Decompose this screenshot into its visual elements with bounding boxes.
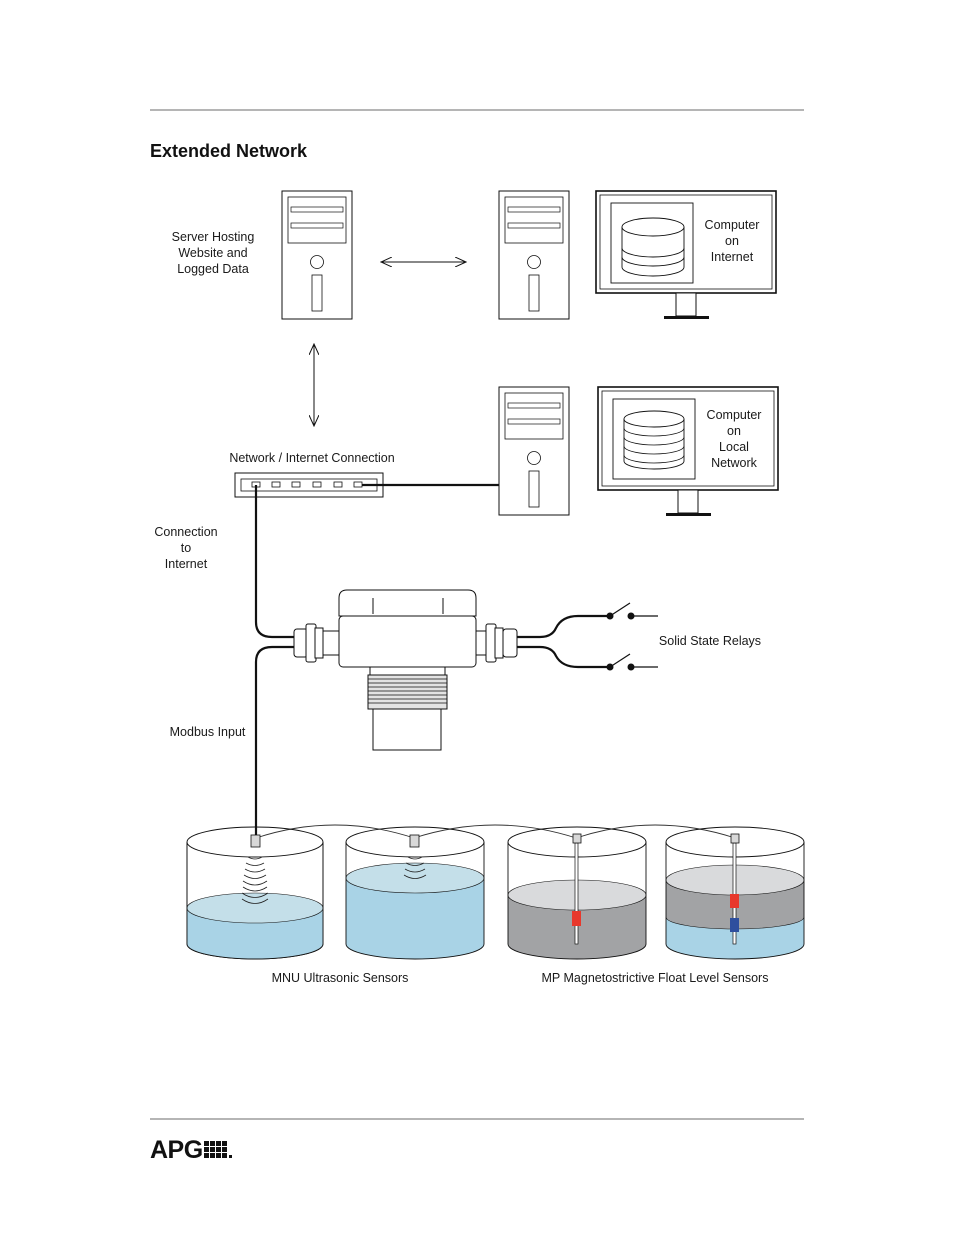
- connection-internet-label-line: Connection: [154, 525, 218, 539]
- computer-local-label-line: on: [727, 424, 741, 438]
- server-label-line: Website and: [178, 246, 248, 260]
- computer-local-label-line: Local: [719, 440, 749, 454]
- monitor-icon: [597, 386, 779, 516]
- connection-internet-label-line: to: [180, 541, 192, 555]
- database-icon: [623, 410, 685, 470]
- page-heading: Extended Network: [150, 141, 308, 161]
- apg-logo-icon: [203, 1141, 232, 1158]
- top-rule: [150, 109, 804, 111]
- solid-state-relays-label: Solid State Relays: [658, 634, 762, 648]
- computer-local-label: Computer on Local Network: [699, 407, 769, 471]
- connection-internet-label: Connection to Internet: [146, 524, 226, 572]
- server-label: Server Hosting Website and Logged Data: [163, 229, 263, 277]
- database-icon: [621, 217, 685, 277]
- server-label-line: Server Hosting: [171, 230, 255, 244]
- computer-internet-label-line: Computer: [704, 218, 760, 232]
- bottom-rule: [150, 1118, 804, 1120]
- server-icon: [281, 190, 353, 320]
- tank-icon: [186, 826, 324, 960]
- server-label-line: Logged Data: [177, 262, 249, 276]
- ethernet-switch-icon: [234, 472, 384, 498]
- computer-internet-label-line: on: [725, 234, 739, 248]
- computer-local-label-line: Network: [711, 456, 757, 470]
- relay-switch-icon: [606, 602, 658, 671]
- modbus-input-label: Modbus Input: [169, 725, 246, 739]
- apg-logo: APG: [150, 1136, 234, 1164]
- tank-icon: [345, 826, 485, 960]
- computer-tower-icon: [498, 190, 570, 320]
- mnu-sensors-label: MNU Ultrasonic Sensors: [271, 971, 409, 985]
- tank-icon: [507, 826, 647, 960]
- cables: [254, 483, 608, 838]
- network-connection-label: Network / Internet Connection: [229, 451, 395, 465]
- computer-tower-icon: [498, 386, 570, 516]
- apg-logo-text: APG: [150, 1136, 203, 1164]
- computer-internet-label-line: Internet: [710, 250, 754, 264]
- sensor-daisy-chain: [255, 824, 736, 839]
- transmitter-icon: [293, 589, 518, 751]
- computer-internet-label: Computer on Internet: [697, 217, 767, 265]
- connection-internet-label-line: Internet: [164, 557, 208, 571]
- computer-local-label-line: Computer: [706, 408, 762, 422]
- tank-icon: [665, 826, 805, 960]
- mp-sensors-label: MP Magnetostrictive Float Level Sensors: [541, 971, 769, 985]
